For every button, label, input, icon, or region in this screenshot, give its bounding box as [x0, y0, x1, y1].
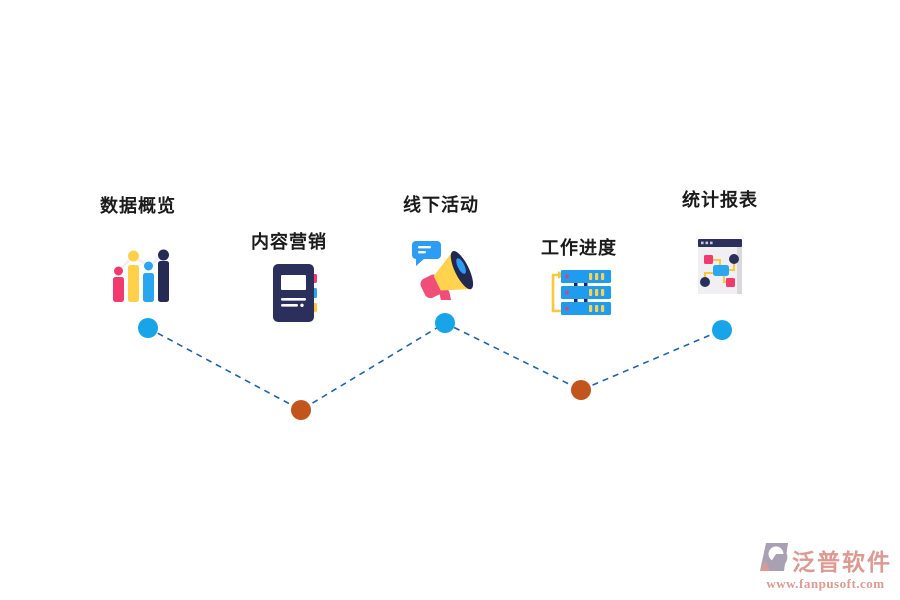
megaphone-icon: [406, 236, 478, 308]
watermark-brand: 泛普软件: [792, 548, 892, 575]
report-window-icon: [696, 236, 744, 303]
stage-label-content-marketing: 内容营销: [251, 232, 327, 252]
server-rack: [561, 286, 611, 299]
stage-label-work-progress: 工作进度: [541, 238, 617, 258]
stage-label-statistics-report: 统计报表: [682, 190, 758, 210]
server-rack: [561, 270, 611, 283]
timeline-node-4: [571, 380, 591, 400]
stage-label-offline-events: 线下活动: [403, 195, 479, 215]
timeline-node-3: [435, 313, 455, 333]
notebook-icon: [269, 262, 321, 329]
timeline-node-1: [138, 318, 158, 338]
stage-label-data-overview: 数据概览: [100, 196, 176, 216]
server-stack-icon: [549, 269, 611, 322]
speech-bubble: [412, 241, 441, 266]
server-rack: [561, 302, 611, 315]
watermark-url: www.fanpusoft.com: [766, 576, 885, 591]
megaphone-body: [420, 250, 474, 308]
fanpu-logo-icon: [759, 542, 789, 577]
timeline-node-5: [712, 320, 732, 340]
watermark: 泛普软件 www.fanpusoft.com: [759, 542, 892, 592]
timeline-dashed-line: [147, 322, 723, 411]
bar-chart-icon: [111, 248, 173, 309]
timeline-node-2: [291, 400, 311, 420]
